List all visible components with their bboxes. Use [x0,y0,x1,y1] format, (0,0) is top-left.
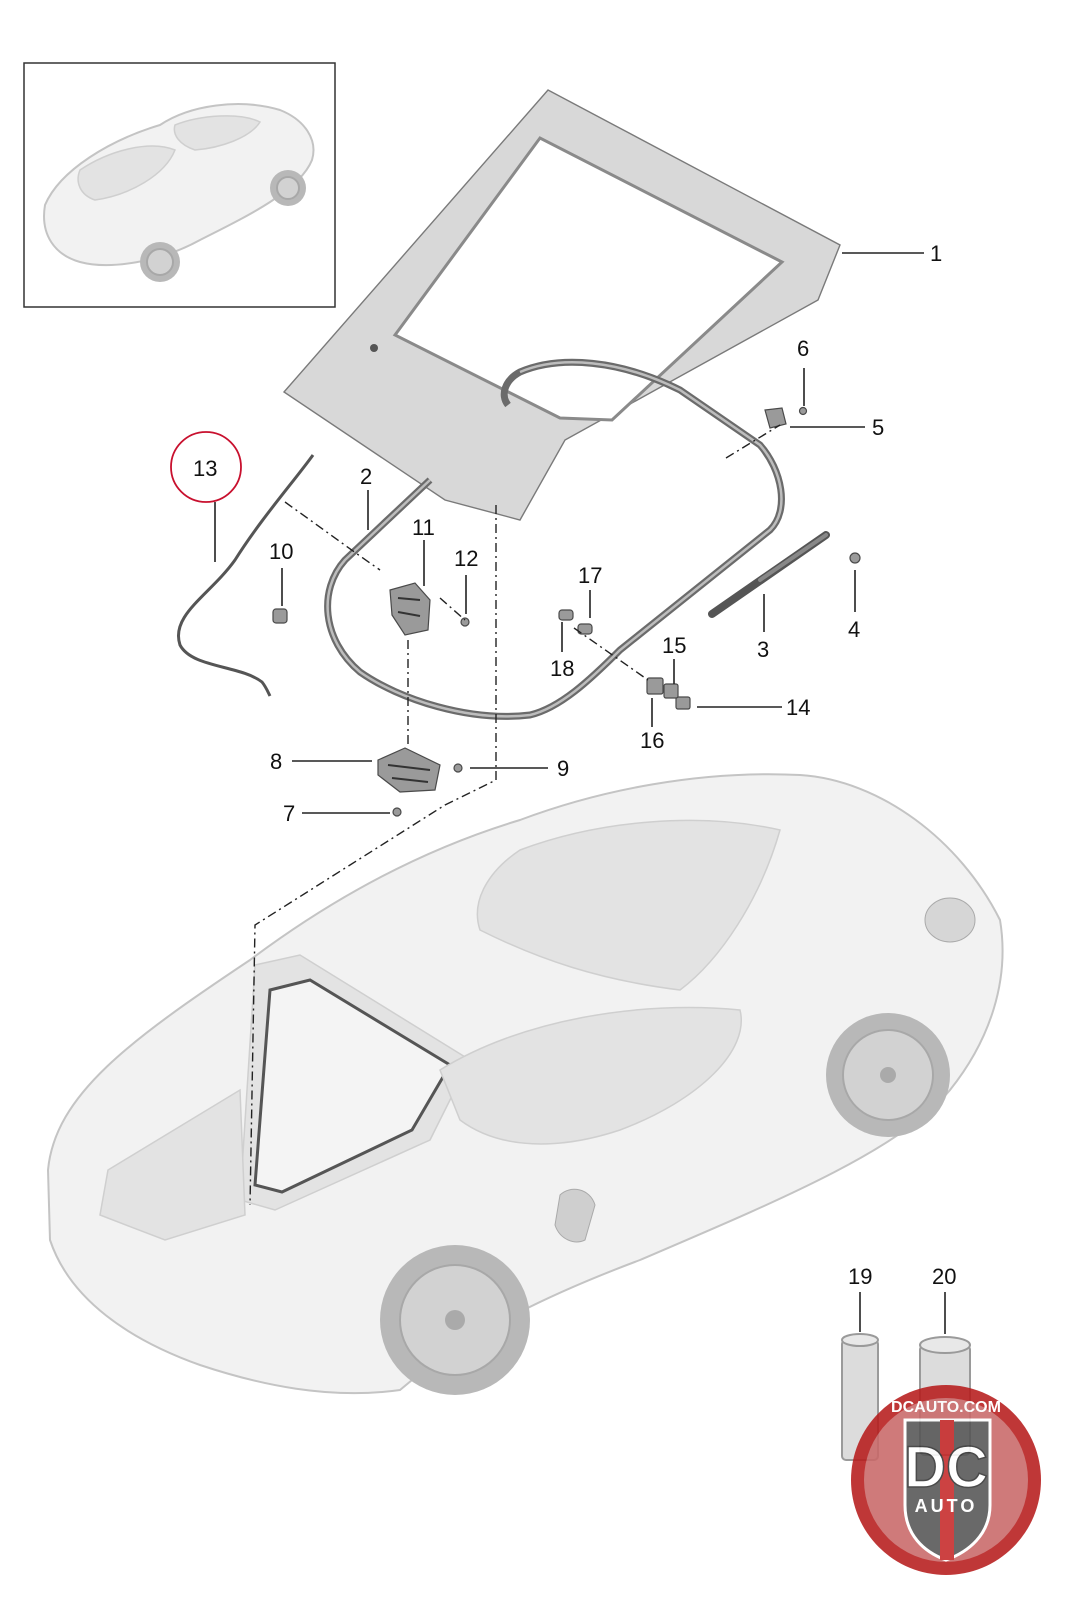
part-9-screw [453,763,463,773]
callout-17: 17 [578,563,602,588]
part-10-buffer [272,608,288,624]
logo-initials: DC [904,1435,988,1500]
leader-lines [214,252,946,1334]
part-12-screw [460,617,470,627]
callout-labels: 1 2 3 4 5 6 7 8 9 10 11 12 13 14 15 16 1… [193,241,956,1289]
callout-15: 15 [662,633,686,658]
part-6-screw [798,406,808,416]
callout-5: 5 [872,415,884,440]
callout-20: 20 [932,1264,956,1289]
part-14-clip [675,696,691,710]
assembly-lines [249,424,781,1206]
callout-11: 11 [412,515,435,540]
logo-bottom-text: AUTO [915,1496,978,1516]
part-2-seal [324,358,785,720]
callout-1: 1 [930,241,942,266]
callout-12: 12 [454,546,478,571]
overview-inset [23,62,336,308]
part-13-cable [176,454,315,697]
callout-10: 10 [269,539,293,564]
part-16-clip [646,677,664,695]
part-1-rear-lid [282,89,841,521]
part-18-clip [558,609,574,621]
callout-4: 4 [848,617,860,642]
dcauto-logo: DCAUTO.COM DC AUTO [851,1385,1041,1575]
callout-8: 8 [270,749,282,774]
logo-top-text: DCAUTO.COM [891,1399,1001,1416]
callout-19: 19 [848,1264,872,1289]
part-5-bracket [764,407,787,429]
callout-6: 6 [797,336,809,361]
part-8-lock [377,747,441,793]
part-3-gas-strut [708,531,830,618]
callout-14: 14 [786,695,810,720]
callout-16: 16 [640,728,664,753]
part-15-clip [663,683,679,699]
callout-9: 9 [557,756,569,781]
callout-7: 7 [283,801,295,826]
callout-18: 18 [550,656,574,681]
overview-car-image [43,103,315,282]
callout-3: 3 [757,637,769,662]
part-11-latch [389,582,431,636]
main-car-image [46,773,1004,1395]
callout-13: 13 [193,456,217,481]
part-4-ball-stud [849,552,861,564]
part-17-clip [577,623,593,635]
callout-2: 2 [360,464,372,489]
callout-13-highlight-ring [170,431,242,503]
part-7-screw [392,807,402,817]
